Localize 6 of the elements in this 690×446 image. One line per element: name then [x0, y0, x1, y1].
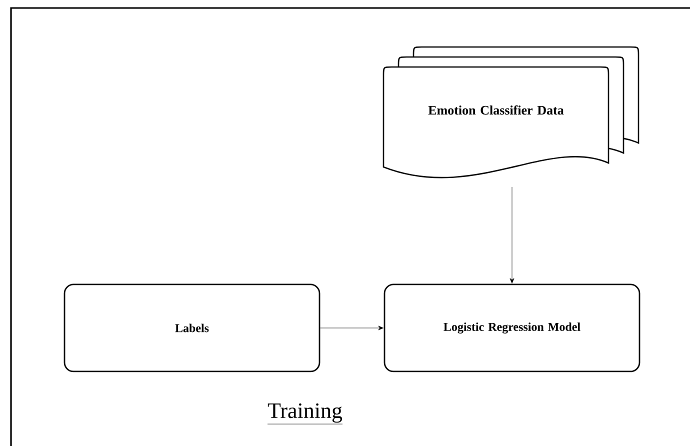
arrow [320, 326, 384, 330]
document-stack: Emotion Classifier Data [382, 46, 640, 178]
arrow [510, 186, 514, 284]
process-box: Logistic Regression Model [384, 284, 640, 372]
title: Training [267, 403, 343, 424]
process-box: Labels [64, 284, 320, 372]
